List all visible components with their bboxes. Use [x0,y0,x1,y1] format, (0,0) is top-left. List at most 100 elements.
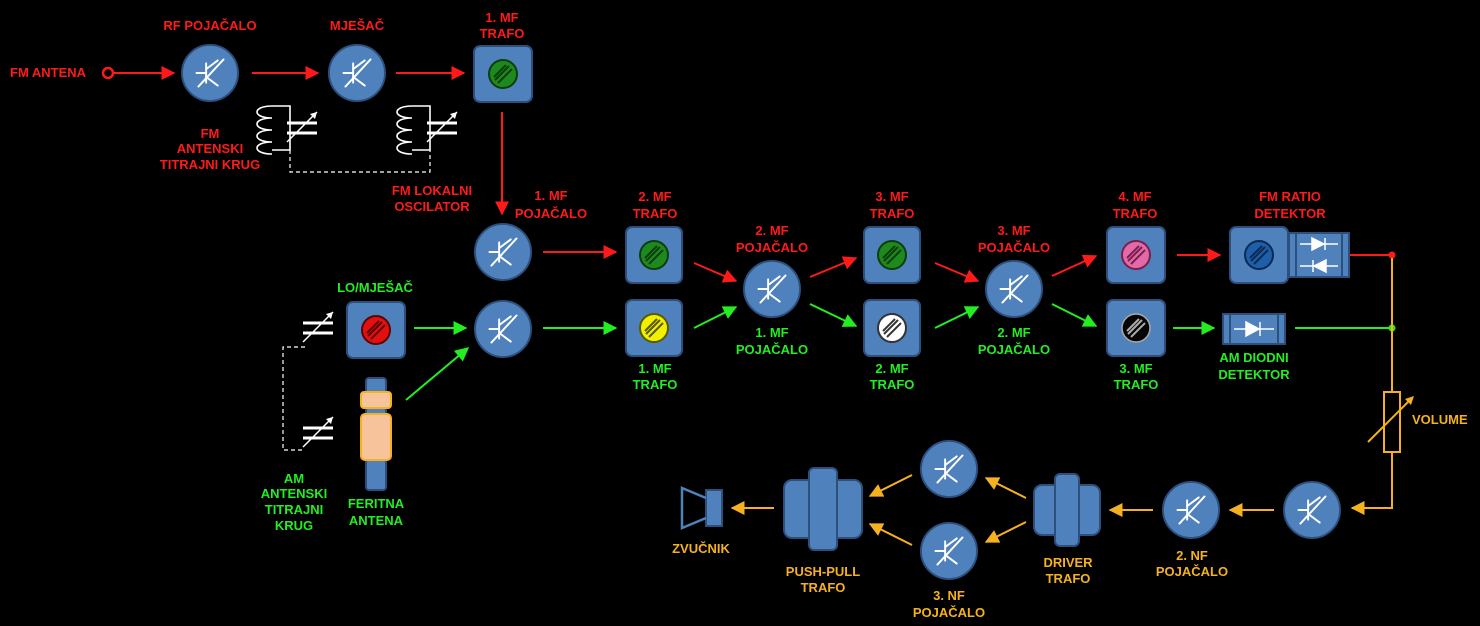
fm-if2-amp-label-1: 2. MF [755,223,788,238]
am-if1-trafo-label-1: 1. MF [638,361,671,376]
volume-potentiometer [1367,391,1414,453]
ferrite-antenna-label-1: FERITNA [348,496,405,511]
am-diode-detector [1222,313,1286,345]
fm-if3-amp-label-1: 3. MF [997,223,1030,238]
af2-amp-label-2: POJAČALO [1156,564,1228,579]
mixer-label: MJEŠAČ [330,18,385,33]
if2-amplifier [743,260,801,318]
ferrite-antenna [360,377,392,491]
fm-if2-trafo-label-2: TRAFO [633,206,678,221]
fm-antenna-tank-label-1: FM [201,126,220,141]
am-antenna-variable-capacitor [301,415,335,449]
am-if2-trafo-label-1: 2. MF [875,361,908,376]
am-mixer-amplifier [474,300,532,358]
fm-section: FM ANTENA RF POJAČALO MJEŠAČ 1. MF TRAFO… [10,10,1396,318]
push-pull-label-1: PUSH-PULL [786,564,860,579]
speaker-label: ZVUČNIK [672,541,730,556]
am-section: LO/MJEŠAČ AM ANTENSKI TITRAJNI KRUG FERI… [261,280,1396,533]
am-antenna-tank-label-4: KRUG [275,518,313,533]
arrow [1350,452,1393,515]
arrow [1051,254,1098,277]
am-antenna-tank-label-2: ANTENSKI [261,486,327,501]
fm-if3-transformer [863,226,921,284]
gang-link [289,150,431,173]
fm-ratio-label-1: FM RATIO [1259,189,1321,204]
am-if2-amp-label-1: 2. MF [997,325,1030,340]
fm-if2-transformer [625,226,683,284]
am-if2-amp-label-2: POJAČALO [978,342,1050,357]
fm-if4-trafo-label-2: TRAFO [1113,206,1158,221]
am-if3-trafo-label-1: 3. MF [1119,361,1152,376]
arrow [809,256,858,278]
arrow [693,306,738,329]
fm-lo-label-2: OSCILATOR [394,199,470,214]
am-if1-amp-label-1: 1. MF [755,325,788,340]
arrow [693,262,738,283]
am-antenna-tank-label-1: AM [284,471,304,486]
driver-transformer [1033,473,1101,547]
am-if1-transformer [625,299,683,357]
arrow [984,477,1027,499]
fm-if1-amp-label-2: POJAČALO [515,206,587,221]
am-detector-label-2: DETEKTOR [1218,367,1290,382]
volume-label: VOLUME [1412,412,1468,427]
driver-trafo-label-1: DRIVER [1043,555,1093,570]
am-if3-transformer [1106,299,1166,357]
arrow [868,523,913,546]
af3-amp-label-2: POJAČALO [913,605,985,620]
rf-amplifier [180,44,239,102]
am-if1-trafo-label-2: TRAFO [633,377,678,392]
fm-if3-amp-label-2: POJAČALO [978,240,1050,255]
fm-oscillator-variable-capacitor [425,110,459,144]
ferrite-antenna-label-2: ANTENA [349,513,404,528]
arrow [1051,303,1098,327]
arrow [809,303,858,327]
am-if2-transformer [863,299,921,357]
speaker [680,486,723,530]
fm-lo-label-1: FM LOKALNI [392,183,472,198]
push-pull-label-2: TRAFO [801,580,846,595]
fm-if2-amp-label-2: POJAČALO [736,240,808,255]
rf-amp-label: RF POJAČALO [163,18,256,33]
am-lo-variable-capacitor [301,310,335,344]
am-lo-mixer [346,301,406,359]
fm-if4-transformer [1106,226,1166,284]
fm-antenna-tank-label-2: ANTENSKI [177,141,243,156]
am-if3-trafo-label-2: TRAFO [1114,377,1159,392]
af2-amp-label-1: 2. NF [1176,548,1208,563]
fm-antenna-coil [256,105,273,155]
fm-antenna-terminal [101,66,115,80]
push-pull-transformer [783,467,863,551]
fm-if3-trafo-label-1: 3. MF [875,189,908,204]
fm-antenna-label: FM ANTENA [10,65,87,80]
junction [1388,251,1396,259]
fm-if1-trafo-label-2: TRAFO [480,26,525,41]
fm-antenna-variable-capacitor [285,110,319,144]
af3-amplifier-upper [920,440,978,498]
af2-amplifier [1162,481,1220,539]
am-antenna-tank-label-3: TITRAJNI [265,502,324,517]
am-if1-amp-label-2: POJAČALO [736,342,808,357]
fm-if2-trafo-label-1: 2. MF [638,189,671,204]
fm-if1-amp-label-1: 1. MF [534,188,567,203]
fm-if4-trafo-label-1: 4. MF [1118,189,1151,204]
arrow [934,262,980,283]
lo-mixer-label: LO/MJEŠAČ [337,280,413,295]
am-if2-trafo-label-2: TRAFO [870,377,915,392]
arrow [868,474,913,497]
af1-amplifier [1283,481,1341,539]
fm-if1-trafo-label-1: 1. MF [485,10,518,25]
arrow [934,306,980,329]
audio-section: VOLUME 2. NF POJAČALO DRIVER TRAFO 3. NF… [672,258,1468,620]
if3-amplifier [985,260,1043,318]
fm-oscillator-coil [396,105,413,155]
fm-if1-amplifier [474,222,532,281]
arrow [984,521,1027,543]
fm-if1-transformer [473,45,533,103]
mixer [328,44,386,102]
fm-antenna-tank-label-3: TITRAJNI KRUG [160,157,260,172]
af3-amplifier-lower [920,522,978,580]
driver-trafo-label-2: TRAFO [1046,571,1091,586]
fm-if3-trafo-label-2: TRAFO [870,206,915,221]
